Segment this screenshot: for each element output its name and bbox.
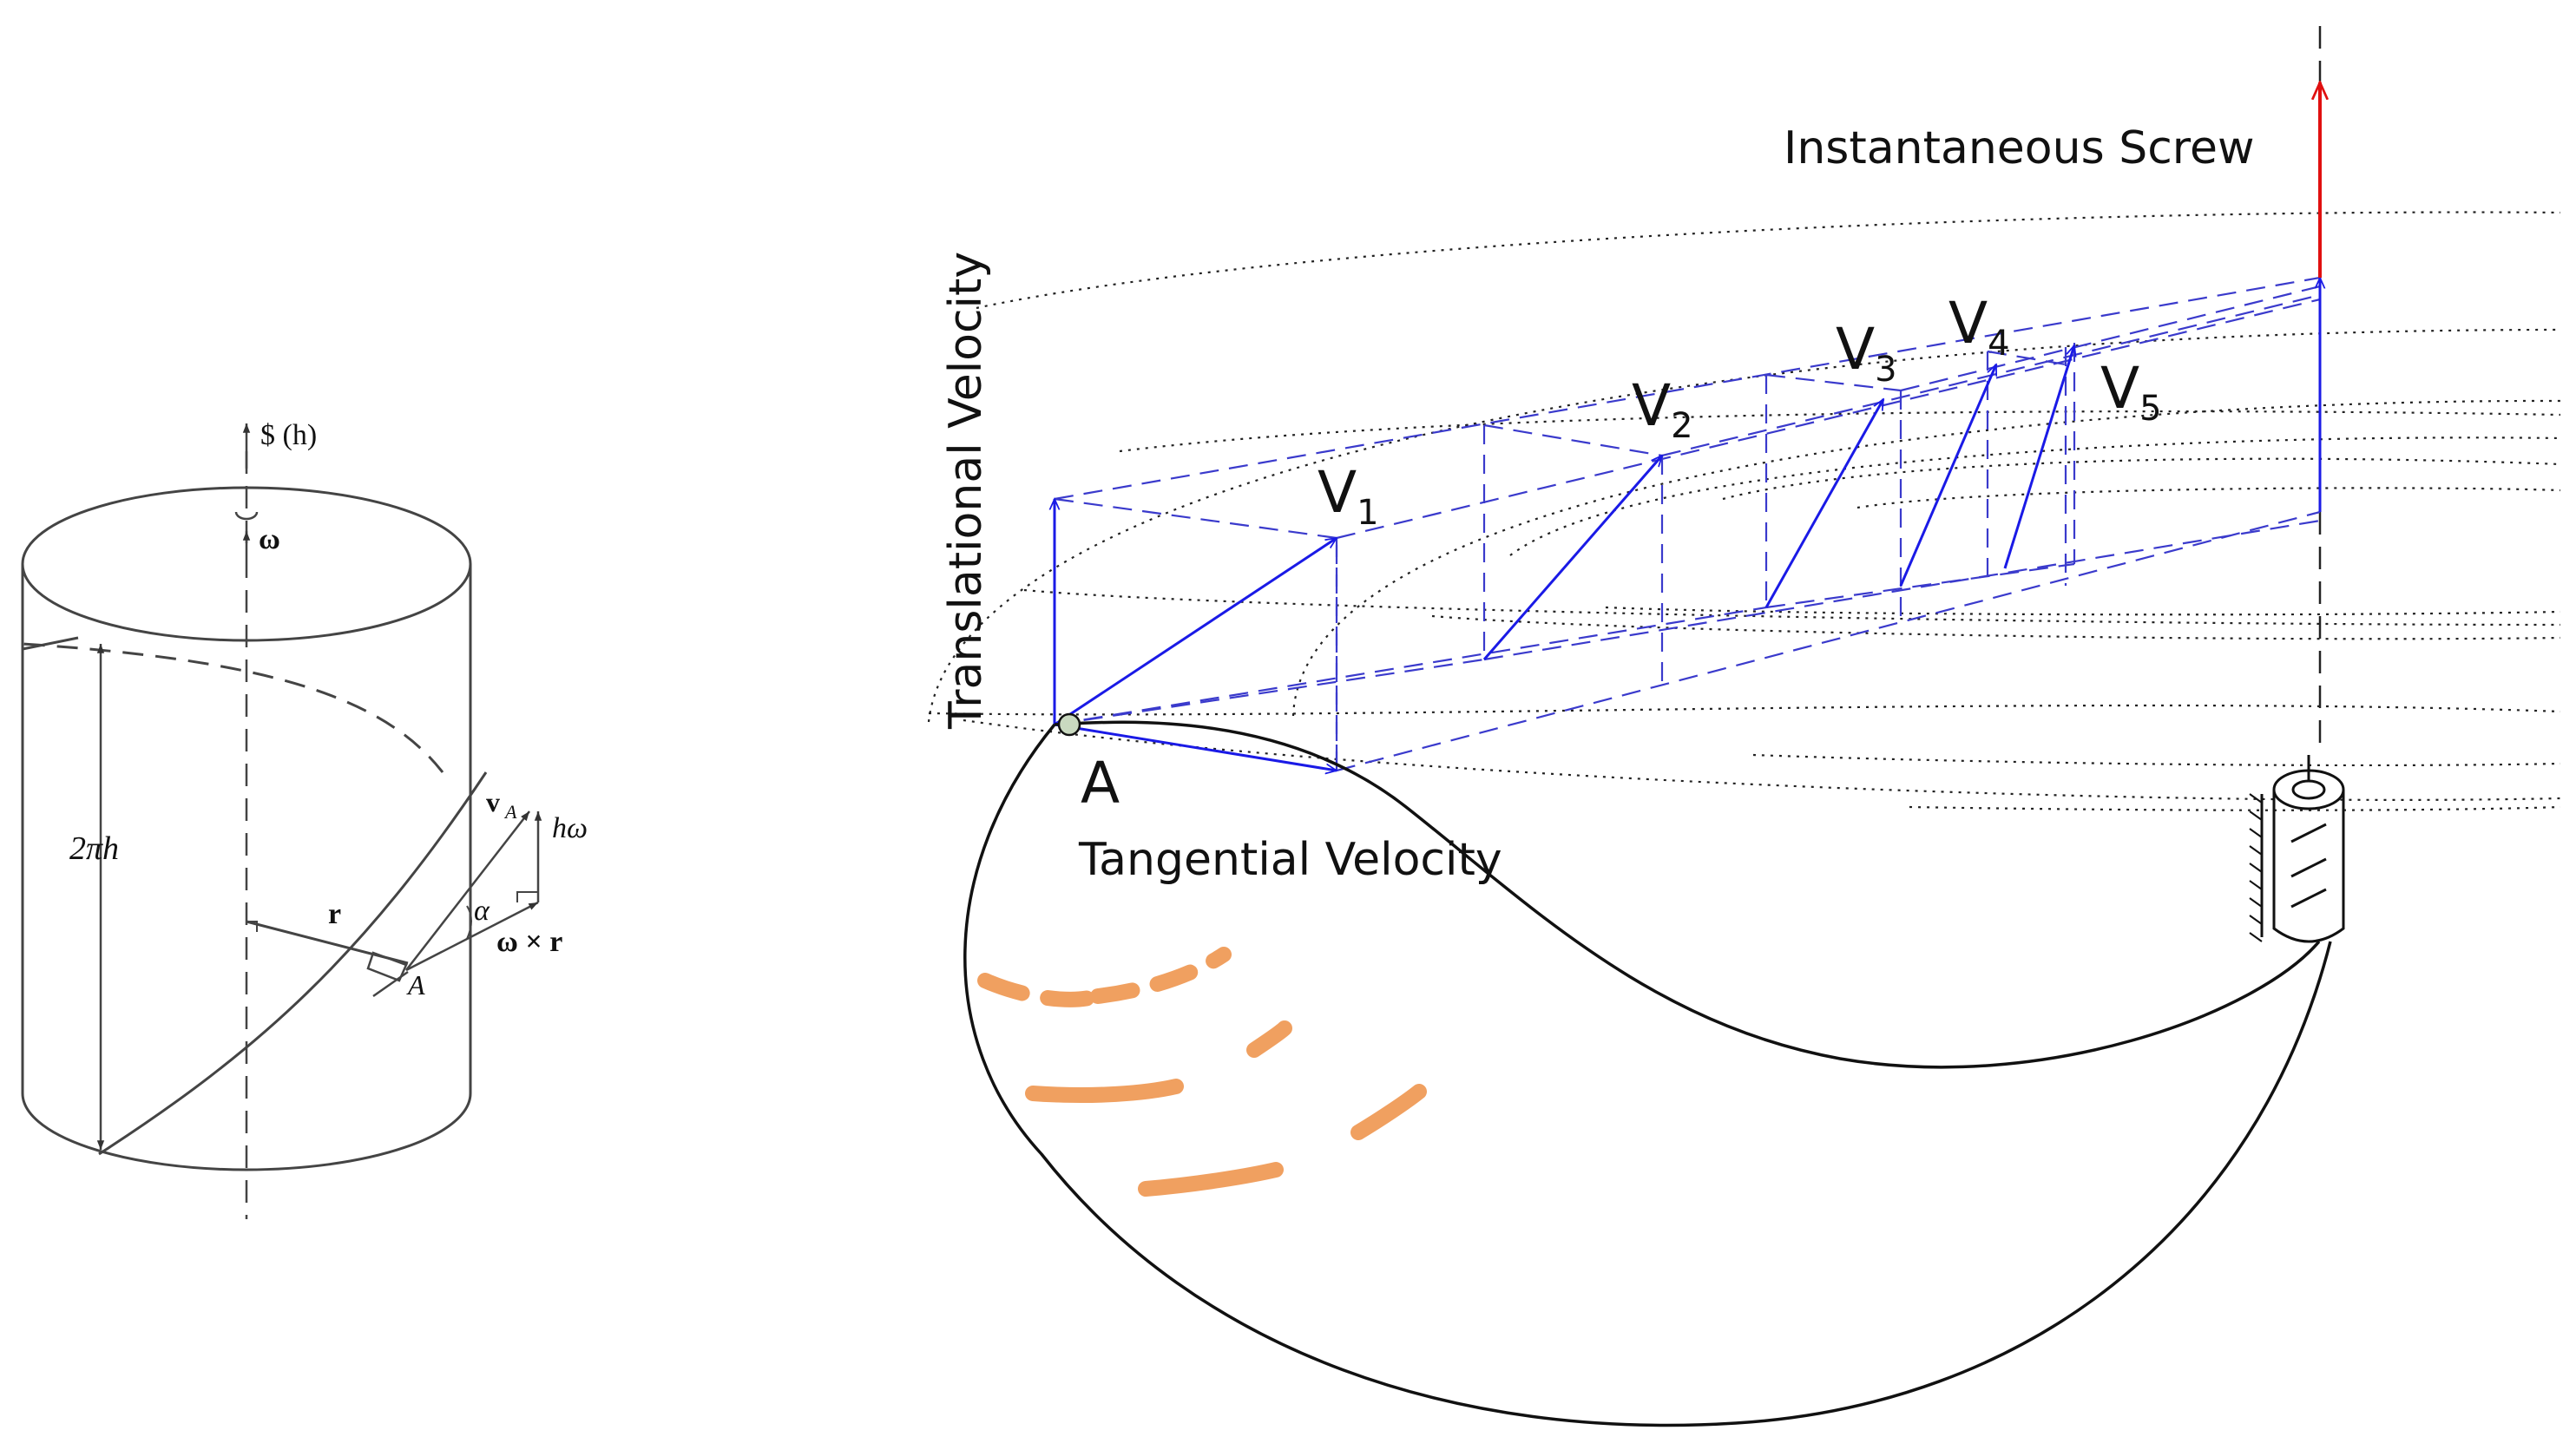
right-angle-axis: [246, 921, 258, 932]
omega-cross-r-vector: [405, 901, 539, 972]
body-outline: [1054, 720, 2321, 1069]
helix-cylinder-figure: [21, 423, 542, 1219]
screw-figure: [927, 26, 2561, 1427]
alpha-arc: [466, 905, 472, 940]
translational-velocity-label: Translational Velocity: [940, 252, 992, 730]
v5-subscript: 5: [2139, 389, 2161, 429]
pitch-label: 2πh: [69, 830, 119, 867]
fixed-joint-icon: [2249, 755, 2345, 943]
omega-rotation-icon: [234, 511, 259, 521]
helix-back: [22, 642, 444, 773]
v3-subscript: 3: [1875, 350, 1896, 390]
helix-front: [98, 771, 488, 1156]
cylinder-bottom: [21, 1092, 472, 1171]
omega-label: ω: [259, 523, 280, 555]
v2-vector: [1482, 456, 1662, 660]
v2-label: V2: [1632, 372, 1693, 446]
right-figure-labels: Instantaneous Screw Translational Veloci…: [940, 122, 2255, 886]
velocity-subscript: A: [503, 801, 517, 823]
body-outline-lower: [963, 723, 2332, 1427]
point-A-marker: [1057, 712, 1081, 737]
tangential-velocity-label: Tangential Velocity: [1078, 834, 1502, 886]
velocity-label: v: [486, 786, 500, 817]
left-figure-labels: $ (h) ω 2πh v A hω r α ω × r A: [69, 419, 588, 1001]
orange-marks: [977, 947, 1427, 1197]
point-A-label-left: A: [406, 969, 425, 1001]
tangential-vector-A: [1054, 723, 1337, 771]
velocity-vectors: [1055, 278, 2320, 771]
radius-label: r: [328, 898, 341, 930]
v2-subscript: 2: [1671, 406, 1692, 446]
v5-label: V5: [2100, 355, 2162, 429]
instantaneous-screw-label: Instantaneous Screw: [1784, 122, 2255, 174]
right-angle-corner: [516, 891, 538, 902]
v4-label: V4: [1948, 290, 2010, 364]
v4-vector: [1899, 364, 1998, 587]
v1-vector: [1054, 536, 1337, 726]
axis-label: $ (h): [260, 419, 317, 451]
alpha-label: α: [474, 895, 490, 927]
helix-top-entry: [22, 636, 79, 651]
point-A-label-right: A: [1081, 750, 1120, 817]
tangent-arrow: [372, 970, 409, 998]
velocity-framework: [1054, 276, 2321, 772]
right-angle-A: [366, 951, 408, 982]
orbit-ellipses: [927, 211, 2561, 811]
v5-vector: [2003, 345, 2074, 569]
velocity-vector: [405, 810, 530, 971]
v1-label: V1: [1318, 459, 1379, 533]
v3-vector: [1764, 399, 1885, 608]
h-omega-label: hω: [552, 812, 588, 844]
cross-label: ω × r: [496, 926, 562, 958]
v3-label: V3: [1836, 316, 1897, 390]
v4-subscript: 4: [1988, 324, 2009, 364]
v1-subscript: 1: [1357, 493, 1378, 533]
